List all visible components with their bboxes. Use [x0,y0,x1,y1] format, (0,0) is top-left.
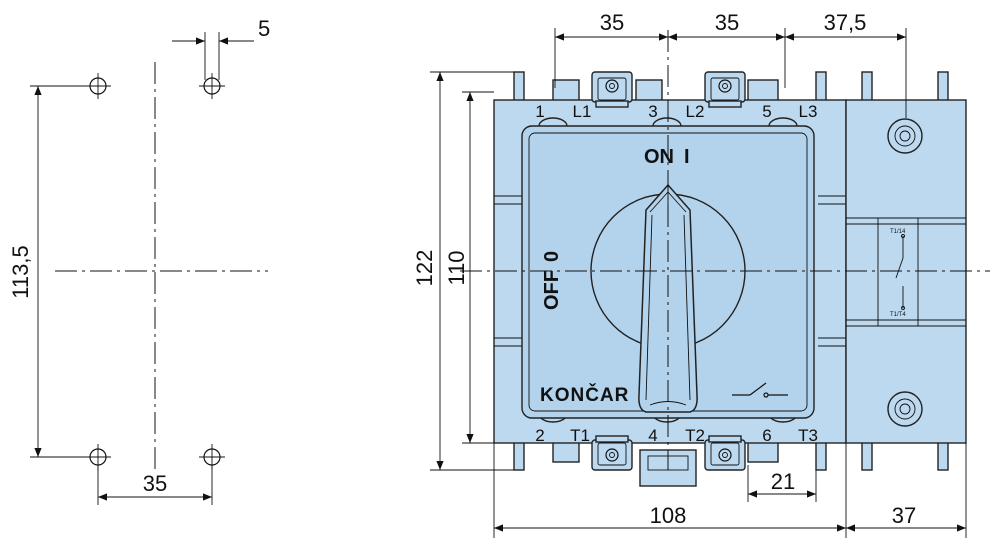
terminal-clamp [704,71,746,108]
dim-hole-horizontal: 35 [143,471,167,496]
on-symbol: I [684,146,690,168]
dim-face-height: 110 [444,250,469,285]
terminal-number: 1 [535,102,544,121]
terminal-name: T3 [798,426,818,445]
terminal-name: L3 [799,102,818,121]
dim-hole-offset: 5 [258,16,270,41]
terminal-clamp [704,435,746,471]
aux-bottom-label: T1/T4 [890,312,906,318]
terminal-name: L1 [573,102,592,121]
terminal-clamp [591,435,633,471]
rotary-handle [638,183,698,413]
terminal-number: 5 [762,102,771,121]
dim-pole-spacing-2: 35 [715,10,739,35]
aux-screw [887,391,923,427]
terminal-name: T2 [685,426,705,445]
terminal-number: 3 [648,102,657,121]
dim-pole-spacing-1: 35 [600,10,624,35]
dim-aux-offset: 37,5 [824,10,867,35]
dim-overall-width: 108 [650,503,687,528]
dim-overall-height: 122 [412,250,437,287]
aux-contact-block: T1/14 T1/T4 [845,71,967,471]
switch-front-view: 1 L1 3 L2 5 L3 2 T1 4 T2 6 T3 ON I OFF 0… [412,10,990,538]
dim-terminal-gap: 21 [771,469,795,494]
terminal-number: 2 [535,426,544,445]
brand-logo: KONČAR [540,384,629,406]
dim-aux-width: 37 [892,503,916,528]
off-symbol: 0 [541,251,563,262]
terminal-name: L2 [686,102,705,121]
terminal-number: 4 [648,426,657,445]
terminal-number: 6 [762,426,771,445]
terminal-clamp [591,71,633,108]
on-label: ON [644,146,674,168]
mounting-hole-pattern: 5 113,5 35 [8,16,270,505]
off-label: OFF [541,270,563,310]
aux-screw [887,118,923,154]
terminal-name: T1 [570,426,590,445]
switch-symbol-icon [732,382,788,398]
mounting-hole [199,73,225,99]
aux-top-label: T1/14 [890,229,906,235]
dim-hole-vertical: 113,5 [8,245,33,298]
